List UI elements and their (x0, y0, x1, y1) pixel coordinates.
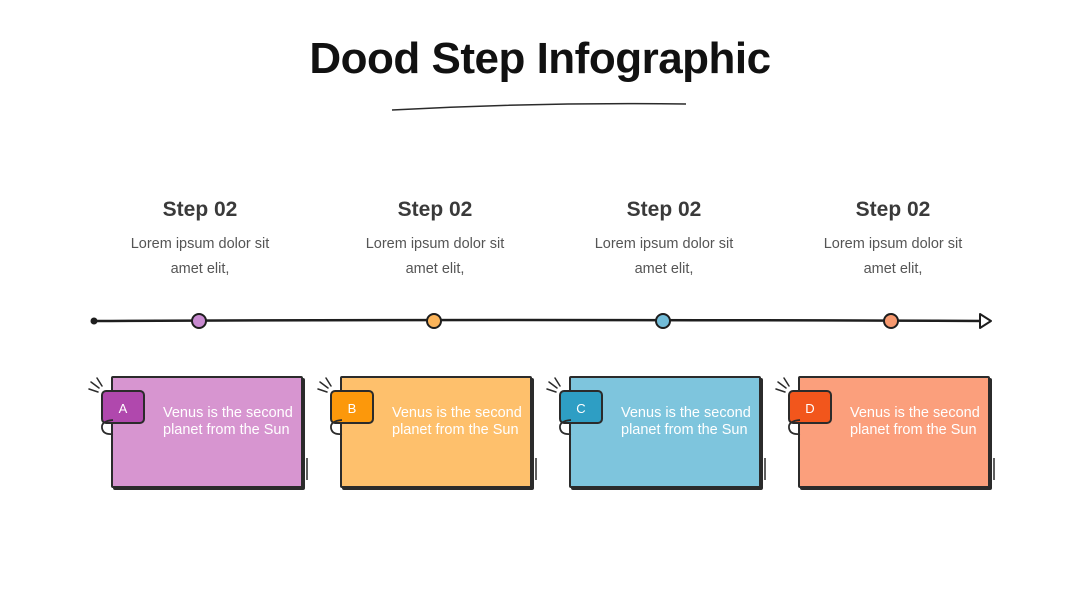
timeline-dot-2 (426, 313, 442, 329)
tab-curl-icon (788, 419, 801, 436)
step-title: Step 02 (162, 198, 238, 221)
step-4: Step 02 Lorem ipsum dolor sit amet elit, (783, 198, 1003, 282)
step-description: Lorem ipsum dolor sit amet elit, (823, 236, 963, 277)
title-underline (391, 102, 687, 111)
step-1: Step 02 Lorem ipsum dolor sit amet elit, (90, 198, 310, 282)
tab-curl-icon (101, 419, 114, 436)
step-description: Lorem ipsum dolor sit amet elit, (130, 236, 270, 277)
step-2: Step 02 Lorem ipsum dolor sit amet elit, (325, 198, 545, 282)
step-title: Step 02 (397, 198, 473, 221)
corner-mark-icon (306, 458, 308, 480)
spark-icon (88, 377, 103, 393)
card-letter-tab: C (559, 390, 603, 424)
card-text: Venus is the second planet from the Sun (163, 405, 293, 438)
spark-icon (546, 377, 561, 393)
card-c: C Venus is the second planet from the Su… (546, 376, 766, 488)
card-d: D Venus is the second planet from the Su… (775, 376, 995, 488)
corner-mark-icon (993, 458, 995, 480)
corner-mark-icon (764, 458, 766, 480)
timeline-arrow-icon (979, 313, 992, 329)
step-title: Step 02 (855, 198, 931, 221)
timeline-start-dot (90, 317, 98, 325)
card-b: B Venus is the second planet from the Su… (317, 376, 537, 488)
card-a: A Venus is the second planet from the Su… (88, 376, 308, 488)
step-description: Lorem ipsum dolor sit amet elit, (594, 236, 734, 277)
timeline-dot-4 (883, 313, 899, 329)
spark-icon (775, 377, 790, 393)
timeline-line (93, 318, 985, 323)
spark-icon (317, 377, 332, 393)
page-title: Dood Step Infographic (309, 34, 771, 83)
card-text: Venus is the second planet from the Sun (621, 405, 751, 438)
tab-curl-icon (559, 419, 572, 436)
card-letter-tab: B (330, 390, 374, 424)
card-letter-tab: D (788, 390, 832, 424)
timeline (90, 313, 992, 329)
step-description: Lorem ipsum dolor sit amet elit, (365, 236, 505, 277)
tab-curl-icon (330, 419, 343, 436)
timeline-dot-1 (191, 313, 207, 329)
timeline-dot-3 (655, 313, 671, 329)
card-text: Venus is the second planet from the Sun (392, 405, 522, 438)
card-letter-tab: A (101, 390, 145, 424)
card-text: Venus is the second planet from the Sun (850, 405, 980, 438)
step-title: Step 02 (626, 198, 702, 221)
step-3: Step 02 Lorem ipsum dolor sit amet elit, (554, 198, 774, 282)
corner-mark-icon (535, 458, 537, 480)
